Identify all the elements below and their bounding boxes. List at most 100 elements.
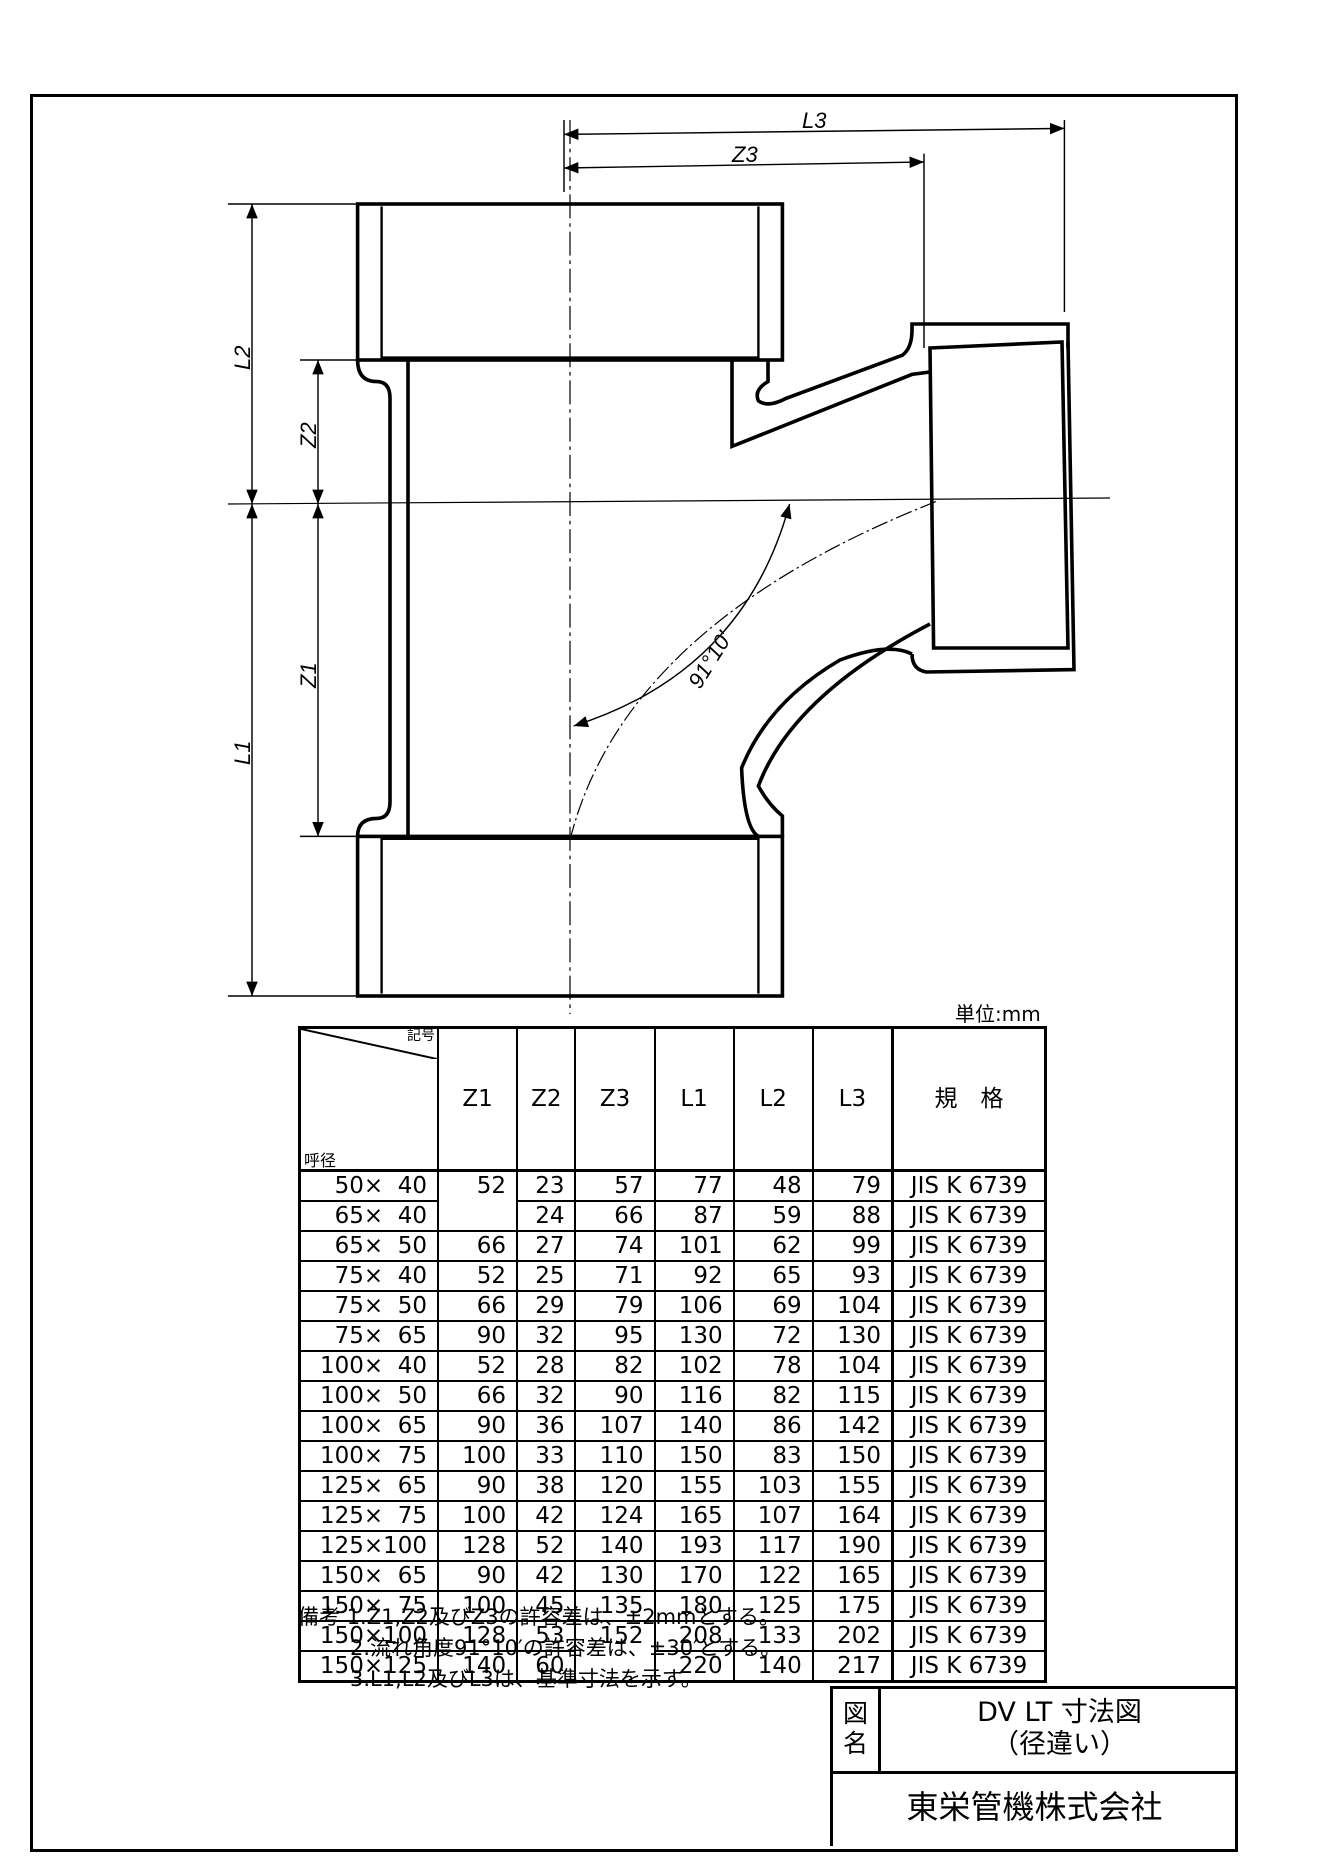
size-cell: 125× 65: [298, 1470, 439, 1502]
standard-cell: JIS K 6739: [891, 1169, 1047, 1202]
angle-label: 91°10′: [683, 626, 737, 692]
l1-cell: 87: [653, 1200, 735, 1232]
standard-cell: JIS K 6739: [891, 1560, 1047, 1592]
z2-cell: 42: [516, 1560, 577, 1592]
drawing-title-line-2: （径違い）: [992, 1729, 1127, 1760]
z1-cell: 90: [436, 1410, 519, 1442]
l1-cell: 193: [653, 1530, 735, 1562]
l3-cell: 164: [811, 1500, 894, 1532]
l3-cell: 190: [811, 1530, 894, 1562]
dim-label-l3: L3: [802, 108, 827, 133]
z3-cell: 140: [574, 1530, 656, 1562]
z1-cell: 90: [436, 1470, 519, 1502]
z1-cell: 128: [436, 1530, 519, 1562]
size-cell: 100× 75: [298, 1440, 439, 1472]
size-cell: 75× 65: [298, 1320, 439, 1352]
z3-cell: 110: [574, 1440, 656, 1472]
title-block-name: 図名 DV LT 寸法図 （径違い）: [830, 1686, 1236, 1774]
z1-cell: 52: [436, 1169, 519, 1232]
size-cell: 150×125: [298, 1650, 439, 1683]
flow-angle-arc: [573, 503, 792, 728]
l1-cell: 155: [653, 1470, 735, 1502]
top-socket: [355, 202, 785, 362]
l1-cell: 208: [653, 1620, 735, 1652]
size-cell: 75× 50: [298, 1290, 439, 1322]
standard-cell: JIS K 6739: [891, 1500, 1047, 1532]
z2-cell: 27: [516, 1230, 577, 1262]
z3-cell: 130: [574, 1560, 656, 1592]
size-cell: 125×100: [298, 1530, 439, 1562]
l2-cell: 72: [732, 1320, 814, 1352]
l3-cell: 104: [811, 1290, 894, 1322]
l2-cell: 86: [732, 1410, 814, 1442]
z1-cell: 52: [436, 1260, 519, 1292]
z1-cell: 128: [436, 1620, 519, 1652]
size-cell: 100× 40: [298, 1350, 439, 1382]
l2-cell: 117: [732, 1530, 814, 1562]
l2-cell: 140: [732, 1650, 814, 1683]
z2-cell: 52: [516, 1530, 577, 1562]
header-l3: L3: [811, 1026, 894, 1172]
l1-cell: 150: [653, 1440, 735, 1472]
drawing-name-label: 図名: [833, 1689, 881, 1771]
l3-cell: 155: [811, 1470, 894, 1502]
z1-cell: 66: [436, 1290, 519, 1322]
l3-cell: 165: [811, 1560, 894, 1592]
z2-cell: 32: [516, 1320, 577, 1352]
l1-cell: 116: [653, 1380, 735, 1412]
note-1: 1.Z1,Z2及びZ3の許容差は、±2mmとする。: [346, 1605, 780, 1629]
l1-cell: 101: [653, 1230, 735, 1262]
header-l2: L2: [732, 1026, 814, 1172]
dim-label-z2: Z2: [296, 422, 321, 449]
l3-cell: 93: [811, 1260, 894, 1292]
z3-cell: 71: [574, 1260, 656, 1292]
z1-cell: 52: [436, 1350, 519, 1382]
standard-cell: JIS K 6739: [891, 1440, 1047, 1472]
header-z3: Z3: [574, 1026, 656, 1172]
l2-cell: 125: [732, 1590, 814, 1622]
dim-label-l2: L2: [230, 346, 255, 370]
z1-cell: 100: [436, 1590, 519, 1622]
z1-cell: 66: [436, 1230, 519, 1262]
standard-cell: JIS K 6739: [891, 1290, 1047, 1322]
l2-cell: 83: [732, 1440, 814, 1472]
label-char-2: 名: [842, 1729, 868, 1758]
header-standard: 規 格: [891, 1026, 1047, 1172]
l3-cell: 115: [811, 1380, 894, 1412]
header-l1: L1: [653, 1026, 735, 1172]
l2-cell: 122: [732, 1560, 814, 1592]
l3-cell: 79: [811, 1169, 894, 1202]
z3-cell: 57: [574, 1169, 656, 1202]
l2-cell: 103: [732, 1470, 814, 1502]
l1-cell: 130: [653, 1320, 735, 1352]
z1-cell: 100: [436, 1440, 519, 1472]
dimension-lines: [228, 120, 1066, 997]
branch-upper-wall: [730, 360, 931, 450]
z3-cell: 120: [574, 1470, 656, 1502]
z2-cell: 24: [516, 1200, 577, 1232]
note-3: 3.L1,L2及びL3は、基準寸法を示す。: [350, 1667, 702, 1691]
l2-cell: 65: [732, 1260, 814, 1292]
corner-symbol-label: 記号: [407, 1028, 435, 1044]
l3-cell: 150: [811, 1440, 894, 1472]
drawing-title-line-1: DV LT 寸法図: [977, 1697, 1142, 1728]
standard-cell: JIS K 6739: [891, 1470, 1047, 1502]
standard-cell: JIS K 6739: [891, 1590, 1047, 1622]
branch-lower-wall: [756, 622, 931, 837]
standard-cell: JIS K 6739: [891, 1350, 1047, 1382]
z3-cell: 90: [574, 1380, 656, 1412]
size-cell: 150× 65: [298, 1560, 439, 1592]
main-body-left-wall: [355, 359, 392, 837]
standard-cell: JIS K 6739: [891, 1650, 1047, 1683]
z1-cell: 90: [436, 1320, 519, 1352]
l1-cell: 102: [653, 1350, 735, 1382]
